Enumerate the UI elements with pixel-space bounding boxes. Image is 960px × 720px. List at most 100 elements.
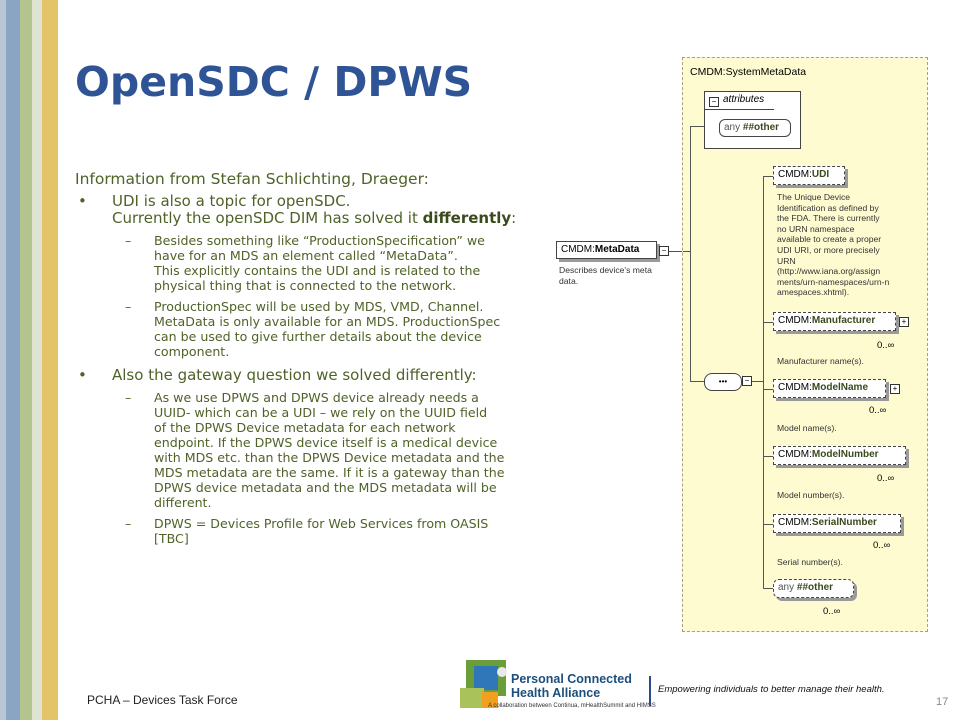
element-serialnumber: CMDM:SerialNumber	[773, 514, 901, 533]
other-label: ##other	[742, 122, 780, 133]
logo-wordmark: Personal Connected Health Alliance	[511, 672, 632, 700]
collapse-icon[interactable]: −	[742, 376, 752, 386]
any-other-element: any ##other	[773, 579, 854, 598]
decor-stripe-4	[32, 0, 42, 720]
sub-line: have for an MDS an element called “MetaD…	[154, 248, 458, 263]
bullet-line: UDI is also a topic for openSDC.	[112, 192, 351, 210]
desc-line: UDI URI, or more precisely	[777, 244, 880, 255]
sub-line: Besides something like “ProductionSpecif…	[154, 233, 485, 248]
metadata-node: CMDM:MetaData	[556, 241, 657, 259]
other-label: ##other	[796, 582, 834, 593]
connector-line	[763, 322, 773, 323]
desc-line: Identification as defined by	[777, 202, 879, 213]
footer-label: PCHA – Devices Task Force	[87, 693, 238, 707]
sub-bullet-metadata: – Besides something like “ProductionSpec…	[75, 233, 550, 293]
sub-mark: –	[125, 390, 132, 405]
attributes-group: − attributes any ##other	[704, 91, 801, 149]
element-name: UDI	[811, 169, 830, 180]
bullet-line-end: :	[511, 209, 517, 227]
element-desc: Model name(s).	[777, 423, 837, 433]
connector-line	[763, 176, 773, 177]
desc-line: the FDA. There is currently	[777, 213, 880, 224]
logo-line: Health Alliance	[511, 686, 601, 700]
bullet-line-text: Currently the openSDC DIM has solved it	[112, 209, 423, 227]
desc-line: (http://www.iana.org/assign	[777, 266, 881, 277]
any-label: any	[778, 582, 795, 593]
sub-line: of the DPWS Device metadata for each net…	[154, 420, 456, 435]
attributes-divider	[705, 109, 774, 110]
desc-line: The Unique Device	[777, 192, 851, 202]
element-prefix: CMDM:	[778, 315, 812, 326]
collapse-icon[interactable]: −	[659, 246, 669, 256]
desc-line: ments/urn-namespaces/urn-n	[777, 276, 890, 287]
sub-line: DPWS device metadata and the MDS metadat…	[154, 480, 497, 495]
sub-line: MDS metadata are the same. If it is a ga…	[154, 465, 505, 480]
metadata-desc: Describes device's meta data.	[559, 265, 652, 286]
connector-line	[763, 176, 764, 588]
desc-line: Describes device's meta	[559, 265, 652, 275]
element-name: ModelNumber	[811, 449, 879, 460]
sub-line: can be used to give further details abou…	[154, 329, 482, 344]
sub-line: This explicitly contains the UDI and is …	[154, 263, 481, 278]
connector-line	[763, 588, 773, 589]
slide-body: Information from Stefan Schlichting, Dra…	[75, 170, 550, 552]
decor-stripe-2	[6, 0, 20, 720]
sub-line: component.	[154, 344, 230, 359]
connector-line	[683, 251, 690, 252]
element-cardinality: 0..∞	[877, 473, 895, 484]
page-number: 17	[936, 696, 949, 708]
element-name: SerialNumber	[811, 517, 877, 528]
connector-line	[669, 251, 682, 252]
sub-mark: –	[125, 233, 132, 248]
sequence-symbol: •••	[718, 377, 728, 386]
intro-text: Information from Stefan Schlichting, Dra…	[75, 170, 429, 188]
element-prefix: CMDM:	[778, 382, 812, 393]
slide-title: OpenSDC / DPWS	[75, 58, 473, 106]
element-name: ModelName	[811, 382, 869, 393]
desc-line: data.	[559, 275, 579, 286]
element-modelnumber: CMDM:ModelNumber	[773, 446, 906, 465]
sub-line: As we use DPWS and DPWS device already n…	[154, 390, 479, 405]
desc-line: available to create a proper	[777, 234, 882, 245]
sub-line: physical thing that is connected to the …	[154, 278, 457, 293]
collapse-icon[interactable]: −	[709, 97, 719, 107]
sub-mark: –	[125, 516, 132, 531]
sequence-icon: •••	[704, 373, 742, 391]
sub-line: MetaData is only available for an MDS. P…	[154, 314, 501, 329]
element-manufacturer: CMDM:Manufacturer	[773, 312, 896, 331]
element-prefix: CMDM:	[778, 517, 812, 528]
sub-bullet-productionspec: – ProductionSpec will be used by MDS, VM…	[75, 299, 550, 359]
sub-line: UUID- which can be a UDI – we rely on th…	[154, 405, 488, 420]
element-cardinality: 0..∞	[877, 340, 895, 351]
bold-word: differently	[422, 209, 512, 227]
any-label: any	[724, 122, 741, 133]
sub-bullet-dpws-uuid: – As we use DPWS and DPWS device already…	[75, 390, 550, 510]
desc-line: no URN namespace	[777, 223, 855, 234]
sub-line: ProductionSpec will be used by MDS, VMD,…	[154, 299, 484, 314]
expand-icon[interactable]: +	[899, 317, 909, 327]
metadata-prefix: CMDM:	[561, 244, 595, 255]
sub-line: with MDS etc. than the DPWS Device metad…	[154, 450, 505, 465]
decor-stripe-1	[0, 0, 6, 720]
element-desc: The Unique Device Identification as defi…	[777, 192, 889, 298]
logo-subtitle: A collaboration between Continua, mHealt…	[488, 703, 656, 709]
desc-line: URN	[777, 255, 796, 266]
sub-line: [TBC]	[154, 531, 189, 546]
bullet-line: Also the gateway question we solved diff…	[112, 366, 477, 384]
expand-icon[interactable]: +	[890, 384, 900, 394]
bullet-mark: •	[78, 366, 87, 384]
sub-bullet-dpws-definition: – DPWS = Devices Profile for Web Service…	[75, 516, 550, 546]
connector-line	[690, 126, 691, 381]
logo-line: Personal Connected	[511, 672, 632, 686]
tagline: Empowering individuals to better manage …	[658, 684, 885, 695]
element-desc: Manufacturer name(s).	[777, 356, 864, 366]
schema-diagram: CMDM:SystemMetaData − attributes any ##o…	[682, 57, 928, 632]
pcha-logo-icon	[460, 660, 507, 708]
element-cardinality: 0..∞	[873, 540, 891, 551]
element-desc: Serial number(s).	[777, 557, 843, 567]
any-other-attr: any ##other	[719, 119, 791, 137]
sub-line: different.	[154, 495, 212, 510]
connector-line	[763, 524, 773, 525]
element-udi: CMDM:UDI	[773, 166, 845, 185]
element-prefix: CMDM:	[778, 449, 812, 460]
